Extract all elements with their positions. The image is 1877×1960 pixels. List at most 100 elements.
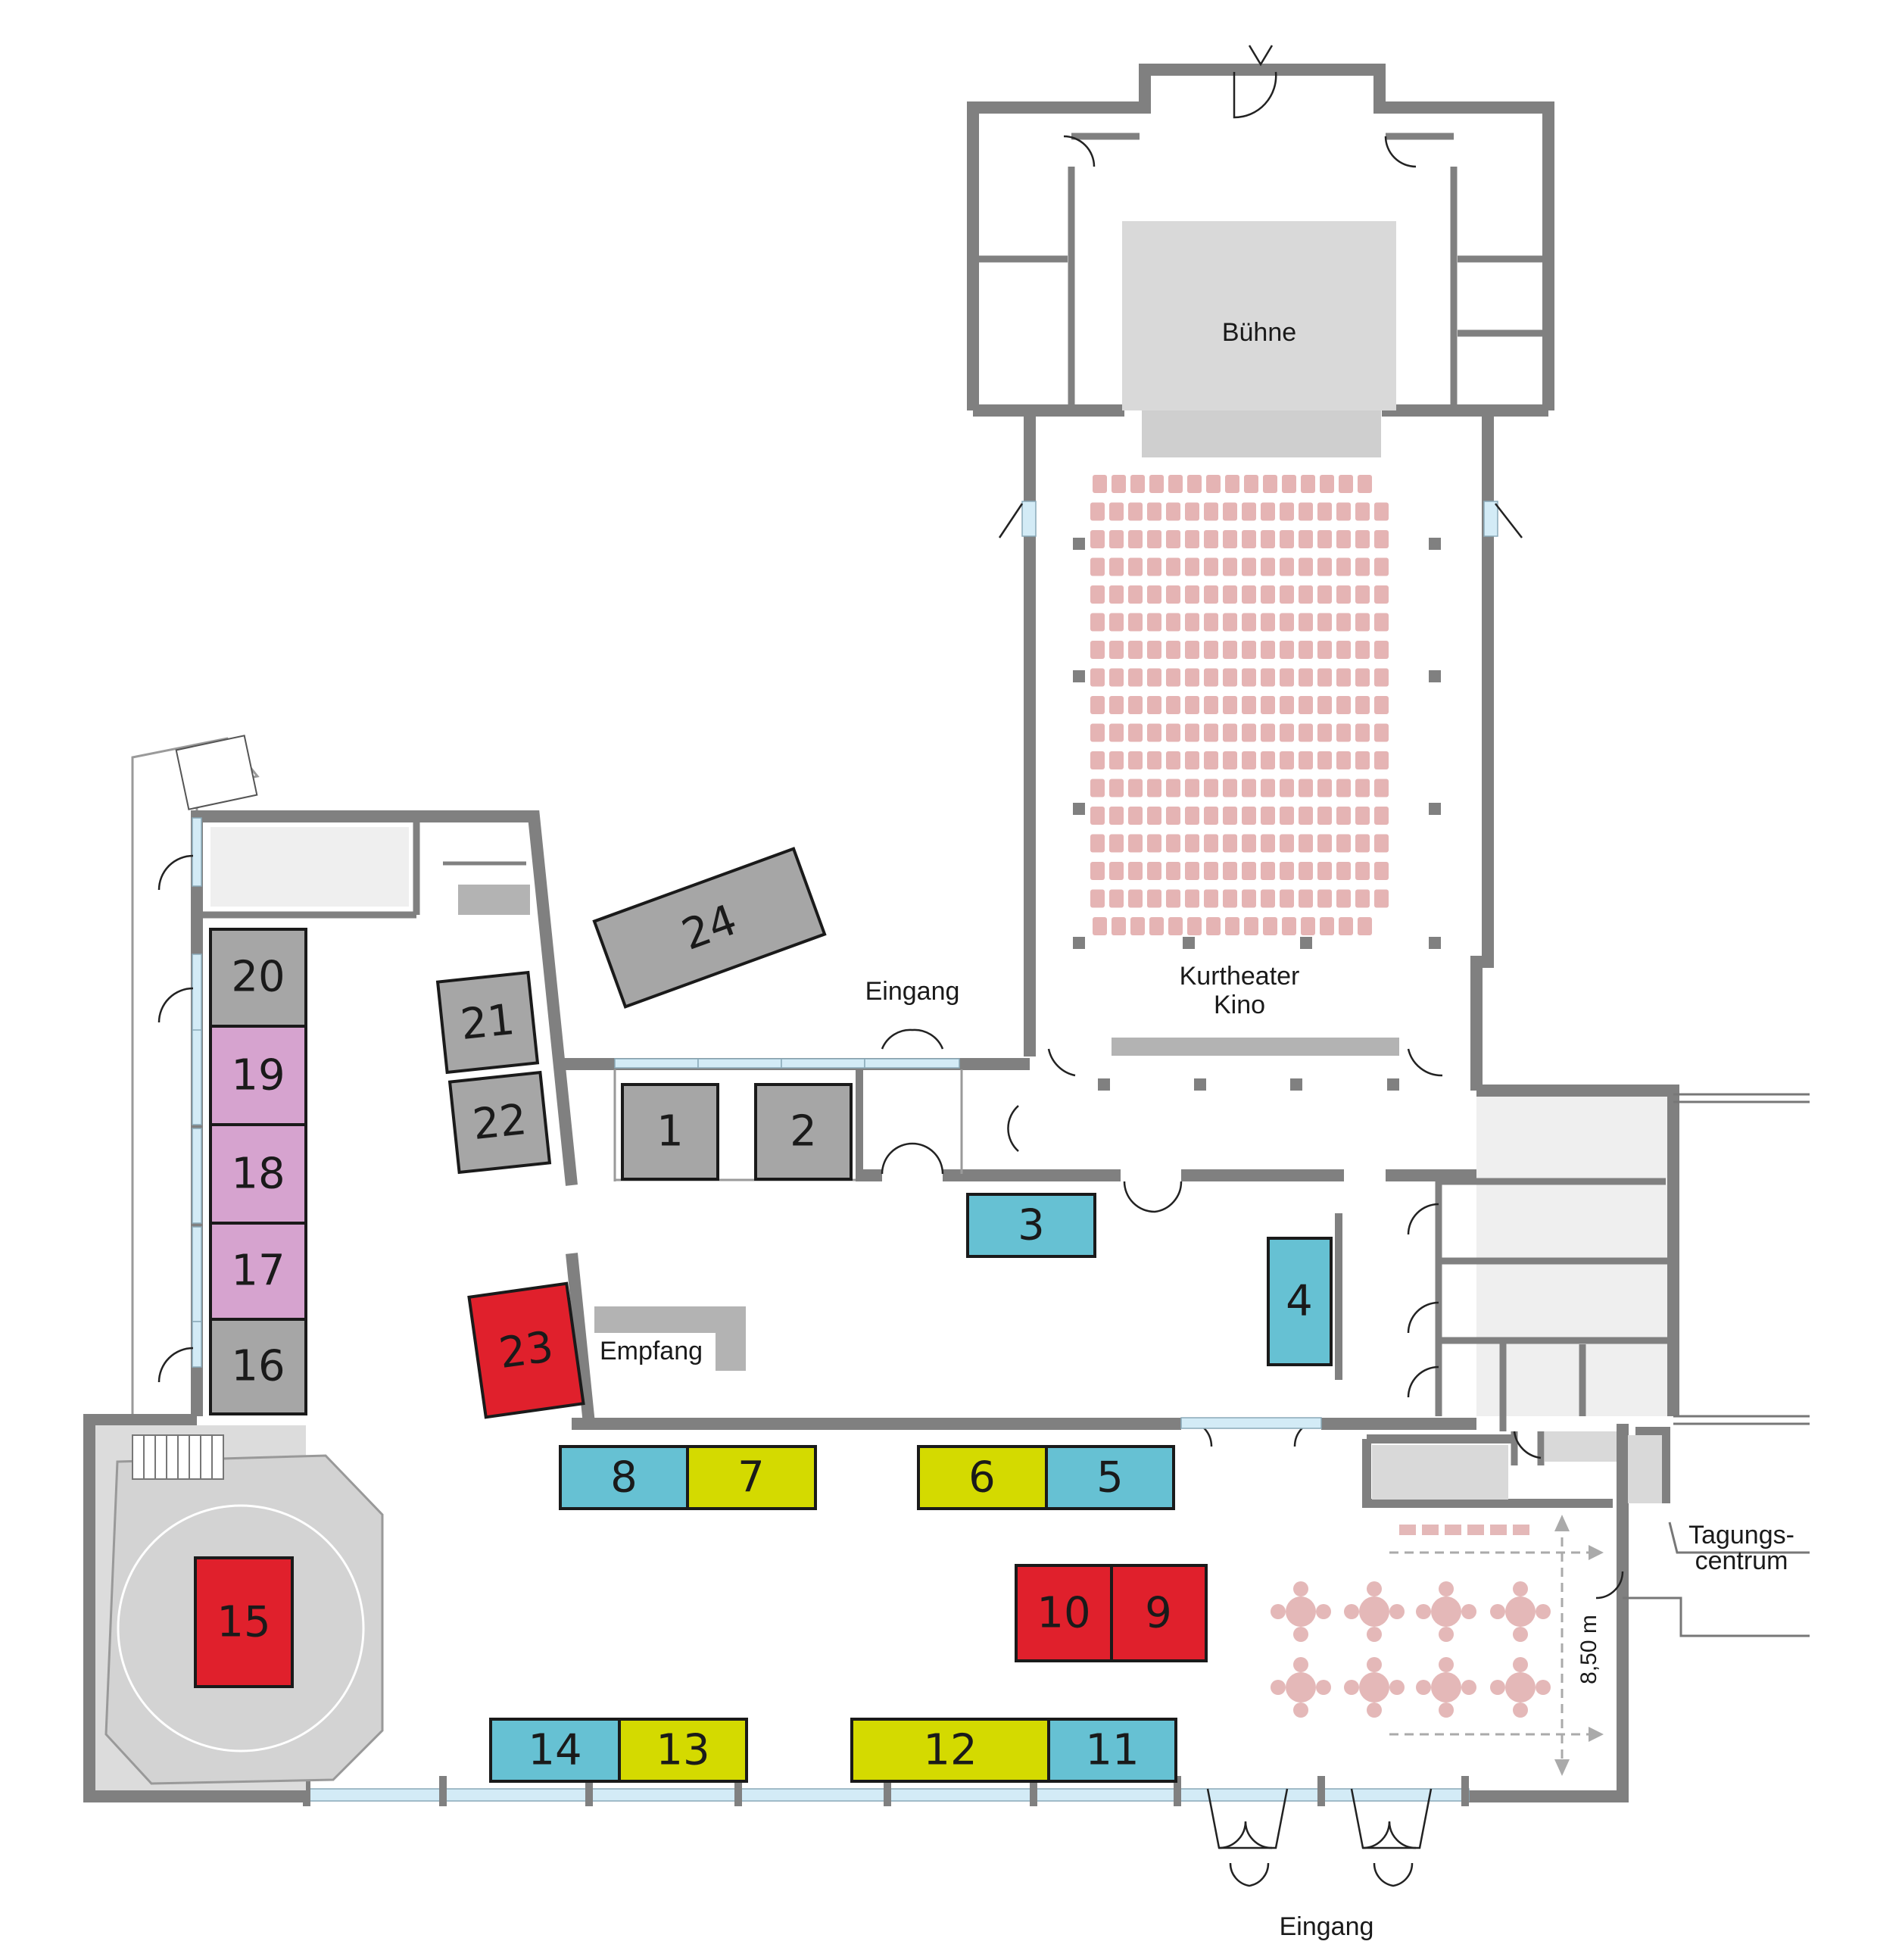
seat: [1242, 530, 1256, 548]
seat: [1355, 779, 1370, 797]
seat: [1355, 751, 1370, 769]
seat: [1261, 751, 1275, 769]
seat: [1166, 557, 1180, 576]
seat: [1166, 889, 1180, 908]
seat: [1130, 917, 1145, 935]
seat: [1128, 613, 1143, 632]
booth-number: 10: [1037, 1589, 1090, 1638]
booth-5[interactable]: 5: [1045, 1445, 1175, 1510]
seat: [1206, 917, 1221, 935]
seat: [1355, 862, 1370, 880]
seat: [1109, 530, 1124, 548]
booth-17[interactable]: 17: [209, 1222, 307, 1321]
theater-pillars: [1073, 538, 1441, 1091]
seat: [1109, 613, 1124, 632]
seat: [1374, 585, 1389, 604]
seat: [1355, 834, 1370, 853]
entrance-top-label: Eingang: [865, 977, 960, 1006]
seat: [1204, 889, 1218, 908]
seat: [1317, 889, 1332, 908]
seat: [1374, 723, 1389, 742]
seat: [1204, 834, 1218, 853]
booth-22[interactable]: 22: [447, 1070, 552, 1175]
booth-9[interactable]: 9: [1110, 1564, 1208, 1662]
booth-7[interactable]: 7: [686, 1445, 817, 1510]
booth-12[interactable]: 12: [850, 1718, 1050, 1783]
theater-seating: [1090, 475, 1389, 935]
seat: [1374, 751, 1389, 769]
booth-23[interactable]: 23: [467, 1281, 585, 1419]
seat: [1166, 530, 1180, 548]
seat: [1299, 807, 1313, 825]
seat: [1242, 807, 1256, 825]
seat: [1374, 557, 1389, 576]
booth-10[interactable]: 10: [1015, 1564, 1113, 1662]
seat: [1299, 668, 1313, 687]
booth-1[interactable]: 1: [621, 1083, 719, 1181]
seat: [1280, 613, 1294, 632]
seat: [1280, 723, 1294, 742]
seat: [1090, 502, 1105, 521]
stage-apron: [1142, 410, 1381, 457]
pillar: [1073, 538, 1085, 550]
booth-3[interactable]: 3: [966, 1193, 1096, 1258]
seat: [1261, 834, 1275, 853]
seat: [1280, 834, 1294, 853]
seat: [1204, 585, 1218, 604]
seat: [1374, 834, 1389, 853]
booth-15[interactable]: 15: [194, 1556, 294, 1688]
seat: [1128, 862, 1143, 880]
booth-11[interactable]: 11: [1047, 1718, 1177, 1783]
seat: [1317, 502, 1332, 521]
seat: [1339, 475, 1353, 493]
seat: [1204, 862, 1218, 880]
mullion: [1030, 1776, 1037, 1806]
pillar: [1429, 937, 1441, 949]
booth-14[interactable]: 14: [489, 1718, 621, 1783]
seat: [1090, 613, 1105, 632]
booth-4[interactable]: 4: [1267, 1237, 1333, 1366]
booth-21[interactable]: 21: [435, 970, 540, 1075]
seat: [1374, 862, 1389, 880]
seat: [1090, 779, 1105, 797]
seat: [1166, 862, 1180, 880]
seat: [1299, 834, 1313, 853]
booth-6[interactable]: 6: [917, 1445, 1048, 1510]
booth-13[interactable]: 13: [618, 1718, 748, 1783]
seat: [1185, 641, 1199, 659]
mullion: [884, 1776, 891, 1806]
mullion: [1174, 1776, 1181, 1806]
seat: [1261, 502, 1275, 521]
booth-19[interactable]: 19: [209, 1025, 307, 1126]
booth-8[interactable]: 8: [559, 1445, 689, 1510]
seat: [1109, 862, 1124, 880]
booth-20[interactable]: 20: [209, 928, 307, 1028]
seat: [1166, 723, 1180, 742]
service-wing: [1407, 1085, 1810, 1431]
booth-number: 1: [656, 1107, 684, 1156]
booth-16[interactable]: 16: [209, 1318, 307, 1415]
booth-18[interactable]: 18: [209, 1123, 307, 1225]
cafe-table: [1490, 1657, 1551, 1718]
seat: [1374, 668, 1389, 687]
seat: [1187, 475, 1202, 493]
seat: [1355, 723, 1370, 742]
seat: [1185, 585, 1199, 604]
stage: [1122, 221, 1396, 410]
booth-number: 21: [458, 995, 517, 1050]
booth-2[interactable]: 2: [754, 1083, 853, 1181]
seat: [1204, 696, 1218, 714]
cafe-table: [1271, 1657, 1331, 1718]
seat: [1204, 779, 1218, 797]
left-wing: [131, 735, 595, 1425]
theater-building: Bühne Kurtheater Kino: [943, 45, 1554, 1213]
booth-24[interactable]: 24: [592, 847, 827, 1009]
seat: [1299, 779, 1313, 797]
seat: [1090, 557, 1105, 576]
seat: [1242, 696, 1256, 714]
seat: [1166, 807, 1180, 825]
seat: [1299, 751, 1313, 769]
seat: [1093, 917, 1107, 935]
booth-number: 7: [737, 1453, 765, 1503]
seat: [1225, 475, 1239, 493]
